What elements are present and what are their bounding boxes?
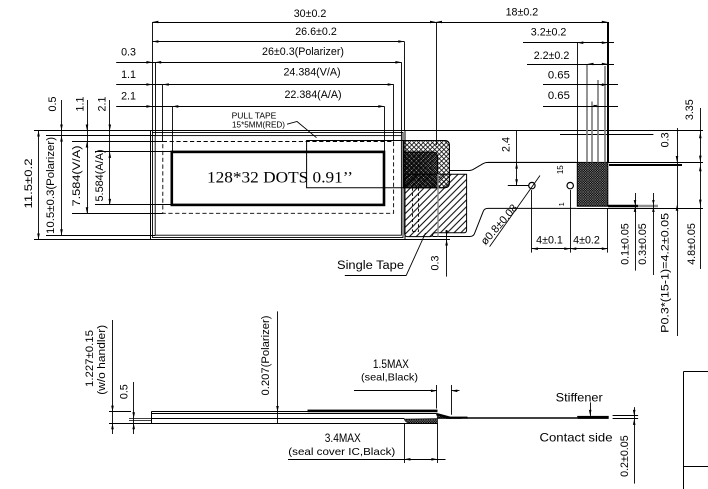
svg-text:1.5MAX: 1.5MAX [373, 359, 409, 371]
svg-text:0.3: 0.3 [430, 256, 442, 271]
svg-text:1.227±0.15: 1.227±0.15 [84, 330, 96, 387]
svg-text:7.584(V/A): 7.584(V/A) [71, 146, 83, 207]
svg-text:26±0.3(Polarizer): 26±0.3(Polarizer) [262, 46, 344, 58]
svg-text:(w/o handler): (w/o handler) [96, 325, 108, 395]
svg-text:1: 1 [557, 202, 566, 206]
svg-text:2.2±0.2: 2.2±0.2 [534, 50, 570, 62]
svg-text:(seal,Black): (seal,Black) [361, 373, 418, 384]
svg-text:0.65: 0.65 [548, 90, 570, 102]
svg-text:18±0.2: 18±0.2 [506, 7, 539, 19]
svg-text:3.35: 3.35 [684, 99, 696, 120]
svg-text:(seal cover IC,Black): (seal cover IC,Black) [288, 447, 395, 458]
svg-text:Contact side: Contact side [540, 431, 613, 445]
svg-text:1.1: 1.1 [121, 69, 136, 81]
svg-text:15: 15 [556, 165, 565, 174]
svg-text:0.207(Polarizer): 0.207(Polarizer) [260, 316, 272, 396]
svg-text:0.5: 0.5 [118, 384, 130, 399]
svg-text:Single Tape: Single Tape [337, 260, 404, 272]
svg-text:3.4MAX: 3.4MAX [325, 433, 361, 445]
svg-text:0.65: 0.65 [548, 69, 570, 81]
svg-text:4±0.1: 4±0.1 [536, 235, 563, 247]
svg-text:128*32 DOTS 0.91’’: 128*32 DOTS 0.91’’ [207, 169, 353, 186]
svg-text:1.1: 1.1 [75, 97, 87, 112]
svg-text:2.1: 2.1 [121, 90, 136, 102]
svg-text:Stiffener: Stiffener [556, 390, 603, 404]
svg-text:22.384(A/A): 22.384(A/A) [284, 89, 341, 101]
svg-text:4±0.2: 4±0.2 [573, 235, 600, 247]
svg-text:0.3: 0.3 [660, 132, 672, 147]
svg-text:3.2±0.2: 3.2±0.2 [531, 27, 567, 39]
svg-text:24.384(V/A): 24.384(V/A) [283, 67, 340, 79]
svg-text:15*5MM(RED): 15*5MM(RED) [232, 120, 285, 130]
svg-text:PULL TAPE: PULL TAPE [232, 111, 277, 121]
svg-text:5.584(A/A): 5.584(A/A) [94, 150, 106, 202]
svg-text:2.1: 2.1 [97, 97, 109, 112]
svg-text:2.4: 2.4 [500, 137, 512, 152]
svg-text:26.6±0.2: 26.6±0.2 [295, 26, 337, 38]
svg-text:4.8±0.05: 4.8±0.05 [686, 223, 698, 265]
svg-text:0.3±0.05: 0.3±0.05 [637, 223, 649, 265]
svg-text:P0.3*(15-1)=4.2±0.05: P0.3*(15-1)=4.2±0.05 [659, 213, 671, 333]
svg-text:0.1±0.05: 0.1±0.05 [619, 223, 631, 265]
svg-text:30±0.2: 30±0.2 [294, 8, 327, 20]
svg-text:0.2±0.05: 0.2±0.05 [619, 435, 631, 477]
svg-text:11.5±0.2: 11.5±0.2 [23, 159, 35, 209]
svg-text:10.5±0.3(Polarizer): 10.5±0.3(Polarizer) [45, 137, 57, 234]
svg-text:0.3: 0.3 [121, 46, 136, 58]
svg-text:0.5: 0.5 [47, 97, 59, 112]
